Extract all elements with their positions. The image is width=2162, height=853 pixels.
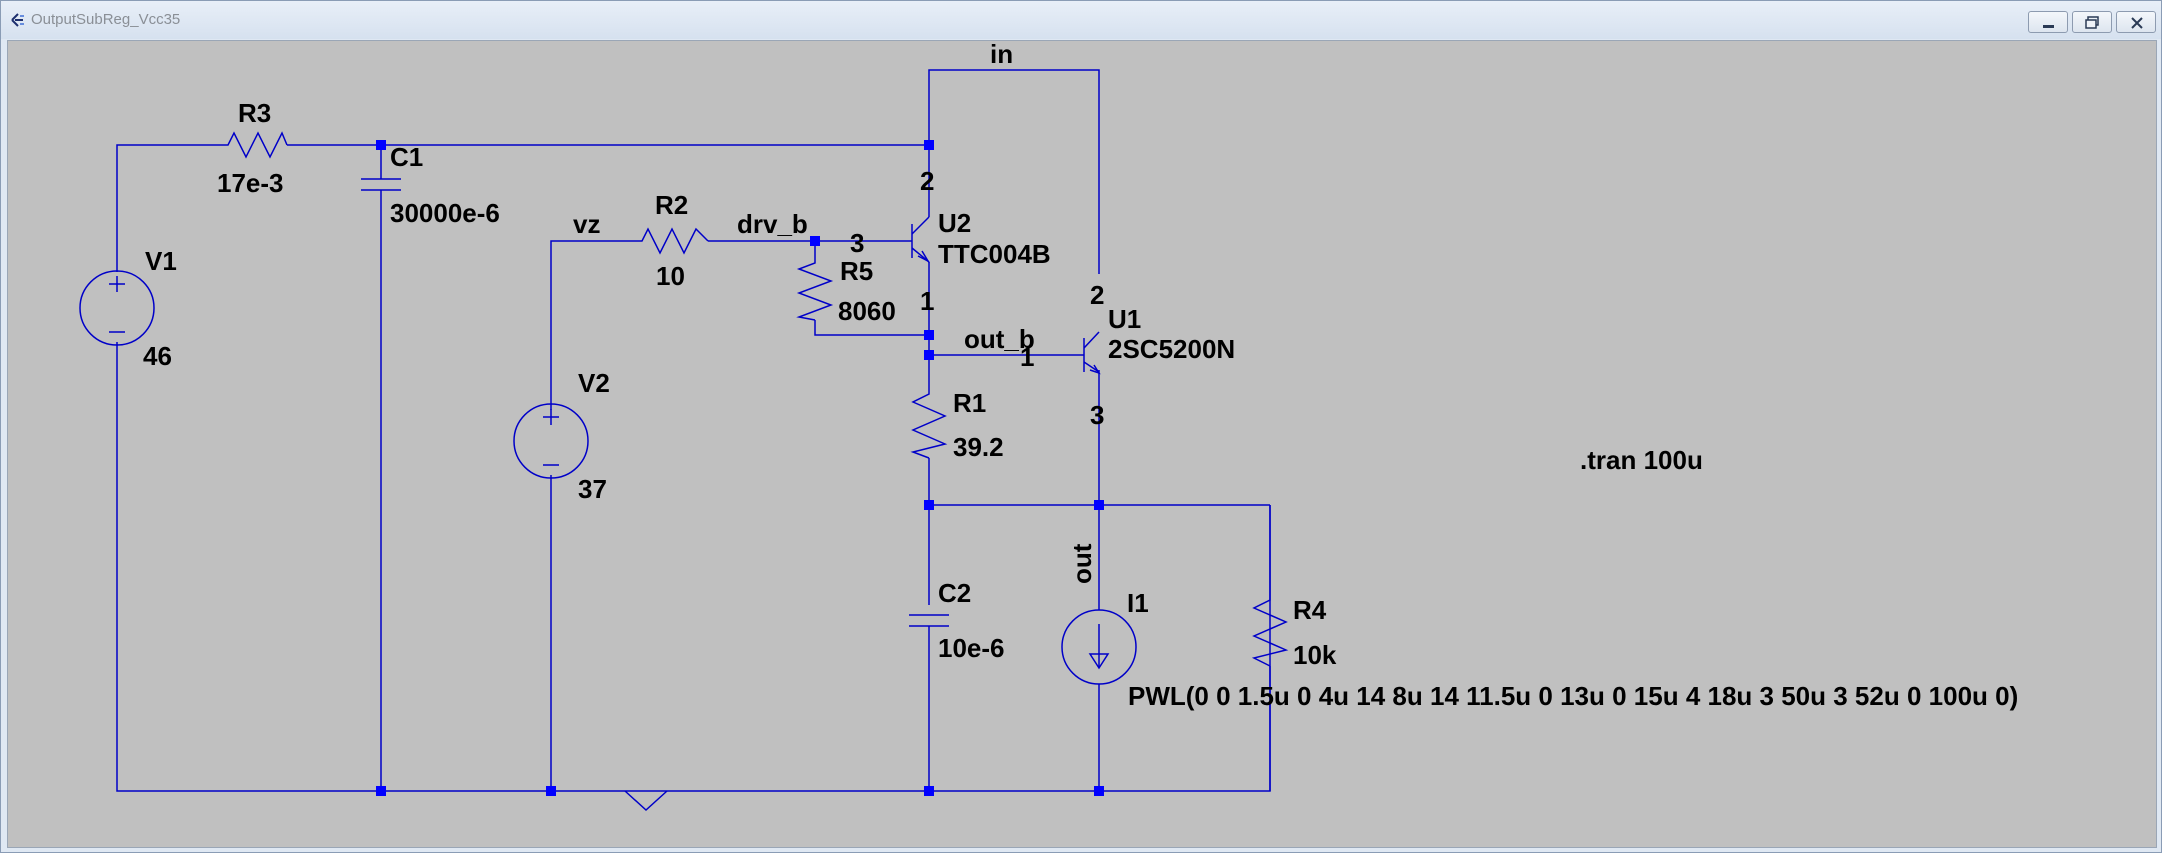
close-button[interactable] [2116,11,2156,33]
schematic-canvas[interactable]: R3 17e-3 C1 30000e-6 V1 46 R2 10 V2 37 R… [7,40,2157,848]
r2-name-label: R2 [655,190,688,220]
net-label-drv-b: drv_b [737,209,808,239]
r5-name-label: R5 [840,256,873,286]
capacitor-c1-symbol[interactable] [361,178,401,191]
wires [116,69,1271,792]
capacitor-c2-symbol[interactable] [909,614,949,627]
r2-value-label: 10 [656,261,685,291]
i1-value-label: PWL(0 0 1.5u 0 4u 14 8u 14 11.5u 0 13u 0… [1128,681,2018,711]
r1-value-label: 39.2 [953,432,1004,462]
c1-value-label: 30000e-6 [390,198,500,228]
maximize-button[interactable] [2072,11,2112,33]
r3-name-label: R3 [238,98,271,128]
resistor-r3-symbol[interactable] [222,131,288,159]
c1-name-label: C1 [390,142,423,172]
u1-pin-emitter: 3 [1090,400,1104,430]
r4-value-label: 10k [1293,640,1337,670]
u2-pin-collector: 2 [920,166,934,196]
voltage-source-v2-symbol[interactable] [513,403,589,479]
current-source-i1-symbol[interactable] [1061,609,1137,685]
v2-name-label: V2 [578,368,610,398]
junction-dots [376,140,1104,796]
maximize-icon [2085,16,2099,29]
minimize-icon [2043,25,2054,28]
u2-pin-emitter: 1 [920,286,934,316]
v1-value-label: 46 [143,341,172,371]
net-label-out-b: out_b [964,324,1035,354]
u2-pin-base: 3 [850,228,864,258]
i1-name-label: I1 [1127,588,1149,618]
r3-value-label: 17e-3 [217,168,284,198]
voltage-source-v1-symbol[interactable] [79,270,155,346]
r1-name-label: R1 [953,388,986,418]
r4-name-label: R4 [1293,595,1327,625]
resistor-r1-symbol[interactable] [910,388,948,459]
spice-directive-tran[interactable]: .tran 100u [1580,445,1703,475]
transistor-u1-symbol[interactable] [1083,331,1101,375]
window-title: OutputSubReg_Vcc35 [31,11,181,28]
u1-value-label: 2SC5200N [1108,334,1235,364]
schematic-drawing[interactable]: R3 17e-3 C1 30000e-6 V1 46 R2 10 V2 37 R… [8,41,2156,847]
title-bar[interactable]: OutputSubReg_Vcc35 [1,1,2161,39]
u1-name-label: U1 [1108,304,1141,334]
u2-value-label: TTC004B [938,239,1051,269]
ground-symbol[interactable] [624,790,668,812]
v1-name-label: V1 [145,246,177,276]
u2-name-label: U2 [938,208,971,238]
net-label-in: in [990,41,1013,69]
c2-value-label: 10e-6 [938,633,1005,663]
close-icon [2131,17,2143,29]
u1-pin-collector: 2 [1090,280,1104,310]
c2-name-label: C2 [938,578,971,608]
net-label-vz: vz [573,209,600,239]
u1-pin-base: 1 [1020,342,1034,372]
v2-value-label: 37 [578,474,607,504]
net-label-out: out [1067,543,1097,584]
r5-value-label: 8060 [838,296,896,326]
resistor-r5-symbol[interactable] [796,257,834,321]
resistor-r4-symbol[interactable] [1251,594,1289,667]
resistor-r2-symbol[interactable] [636,227,709,255]
minimize-button[interactable] [2028,11,2068,33]
ltspice-app-icon[interactable] [9,11,27,29]
transistor-u2-symbol[interactable] [911,216,930,263]
